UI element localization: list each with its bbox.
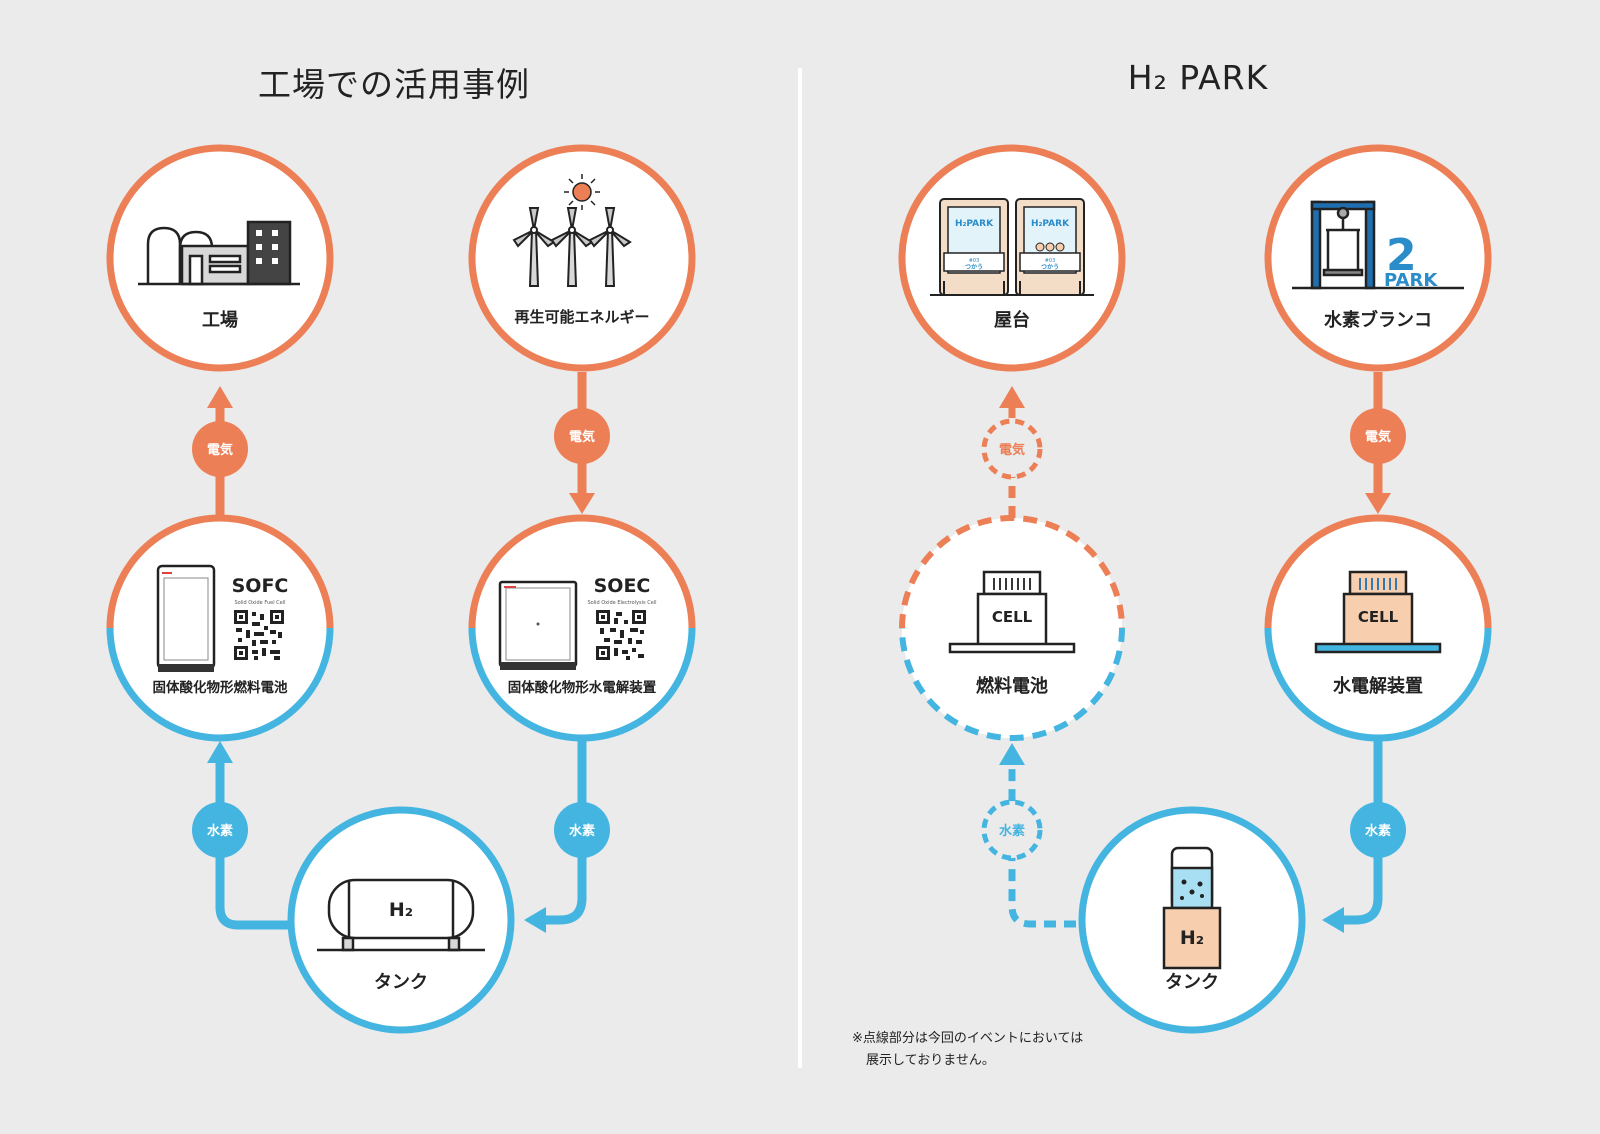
stall-sign-2: H₂PARK	[1031, 219, 1070, 229]
food-stall-icon	[930, 198, 1094, 296]
electrolyzer-icon	[1314, 570, 1442, 654]
swing-logo-big: 2	[1386, 230, 1417, 281]
stall-num-2: #03	[1045, 258, 1056, 264]
horizontal-tank-icon	[317, 878, 485, 952]
footnote-line-2: 展示しておりません。	[866, 1053, 995, 1068]
sofc-subtitle: Solid Oxide Fuel Cell	[234, 600, 285, 606]
electrolyzer-label: 水電解装置	[1333, 675, 1423, 697]
stall-num-1: #03	[969, 258, 980, 264]
stall-text-2: つかう	[1041, 263, 1059, 271]
badge-electrolyzer-hydrogen: 水素	[1350, 802, 1406, 858]
left-panel-title: 工場での活用事例	[258, 65, 530, 104]
fuelcell-label: 燃料電池	[976, 675, 1048, 697]
stall-node: H₂PARK H₂PARK #03 #03 つかう つかう 屋台	[898, 144, 1126, 372]
fuelcell-cell-label: CELL	[992, 608, 1033, 626]
stall-sign-1: H₂PARK	[955, 219, 994, 229]
left-tank-h2-label: H₂	[389, 899, 413, 921]
right-panel-title: H₂ PARK	[1127, 58, 1269, 97]
sofc-node: SOFC Solid Oxide Fuel Cell 固体酸化物形燃料電池	[106, 514, 334, 742]
left-tank-node: H₂ タンク	[287, 806, 515, 1034]
electrolyzer-node: CELL 水電解装置	[1264, 514, 1492, 742]
soec-title: SOEC	[594, 575, 651, 597]
sofc-qr-code	[234, 610, 284, 660]
renewable-node: 再生可能エネルギー	[468, 144, 696, 372]
badge-sofc-hydrogen-text: 水素	[207, 823, 233, 839]
wind-turbines-icon	[512, 207, 632, 287]
factory-label: 工場	[202, 310, 238, 331]
badge-soec-hydrogen: 水素	[554, 802, 610, 858]
fuel-cell-icon	[948, 570, 1076, 654]
badge-fuelcell-hydrogen: 水素	[981, 799, 1043, 861]
badge-fuelcell-hydrogen-text: 水素	[999, 823, 1025, 839]
hydrogen-canister-icon	[1162, 846, 1222, 970]
soec-qr-code	[596, 610, 646, 660]
badge-electrolyzer-hydrogen-text: 水素	[1365, 823, 1391, 839]
footnote: ※点線部分は今回のイベントにおいては 展示しておりません。	[852, 1028, 1083, 1072]
left-tank-label: タンク	[374, 972, 428, 993]
badge-swing-electricity: 電気	[1350, 408, 1406, 464]
badge-stall-electricity: 電気	[981, 418, 1043, 480]
stall-text-1: つかう	[965, 263, 983, 271]
swing-label: 水素ブランコ	[1324, 309, 1432, 331]
badge-sofc-hydrogen: 水素	[192, 802, 248, 858]
badge-renewable-electricity-text: 電気	[569, 429, 595, 445]
soec-node: SOEC Solid Oxide Electrolysis Cell 固体酸化物…	[468, 514, 696, 742]
footnote-line-1: ※点線部分は今回のイベントにおいては	[852, 1031, 1084, 1046]
badge-renewable-electricity: 電気	[554, 408, 610, 464]
swing-node: 2 PARK 水素ブランコ	[1264, 144, 1492, 372]
right-tank-label: タンク	[1165, 972, 1219, 993]
right-tank-h2-label: H₂	[1180, 927, 1204, 949]
badge-stall-electricity-text: 電気	[999, 442, 1025, 458]
sun-icon	[564, 174, 600, 210]
badge-swing-electricity-text: 電気	[1365, 429, 1391, 445]
swing-icon	[1292, 200, 1464, 290]
soec-subtitle: Solid Oxide Electrolysis Cell	[587, 600, 656, 606]
stall-label: 屋台	[994, 309, 1030, 331]
factory-node: 工場	[106, 144, 334, 372]
badge-factory-electricity-text: 電気	[207, 442, 233, 458]
sofc-unit-icon	[156, 564, 216, 672]
badge-factory-electricity: 電気	[192, 421, 248, 477]
sofc-title: SOFC	[232, 575, 289, 597]
left-connectors	[207, 372, 595, 933]
sofc-label: 固体酸化物形燃料電池	[153, 679, 288, 696]
swing-logo-small: PARK	[1384, 270, 1438, 291]
badge-soec-hydrogen-text: 水素	[569, 823, 595, 839]
soec-label: 固体酸化物形水電解装置	[508, 679, 657, 696]
fuelcell-node: CELL 燃料電池	[899, 515, 1125, 741]
electrolyzer-cell-label: CELL	[1358, 608, 1399, 626]
right-tank-node: H₂ タンク	[1078, 806, 1306, 1034]
factory-icon	[138, 220, 300, 286]
renewable-label: 再生可能エネルギー	[514, 308, 649, 326]
soec-unit-icon	[498, 580, 578, 670]
